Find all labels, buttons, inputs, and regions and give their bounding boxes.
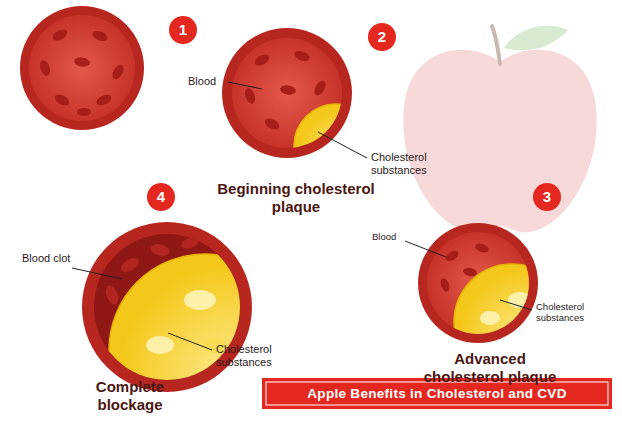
- apple-shape: [403, 26, 596, 233]
- callout-number: 4: [147, 188, 175, 205]
- part-label: Blood clot: [22, 252, 72, 265]
- callout-number: 3: [533, 188, 561, 205]
- healthy-artery: [20, 6, 144, 130]
- stage-heading: Beginning cholesterol plaque: [211, 180, 381, 216]
- part-label: Blood: [188, 75, 226, 88]
- part-label: Cholesterol substances: [536, 302, 608, 324]
- part-label: Blood: [372, 232, 406, 243]
- stage-heading: Complete blockage: [70, 378, 190, 414]
- part-label: Cholesterol substances: [371, 151, 453, 176]
- part-label: Cholesterol substances: [216, 343, 298, 368]
- callout-number: 1: [169, 21, 197, 38]
- callout-number: 2: [368, 28, 396, 45]
- title: Apple Benefits in Cholesterol and CVD: [307, 386, 566, 401]
- stage-heading: Advanced cholesterol plaque: [415, 350, 565, 386]
- beginning-plaque-artery: [222, 28, 378, 188]
